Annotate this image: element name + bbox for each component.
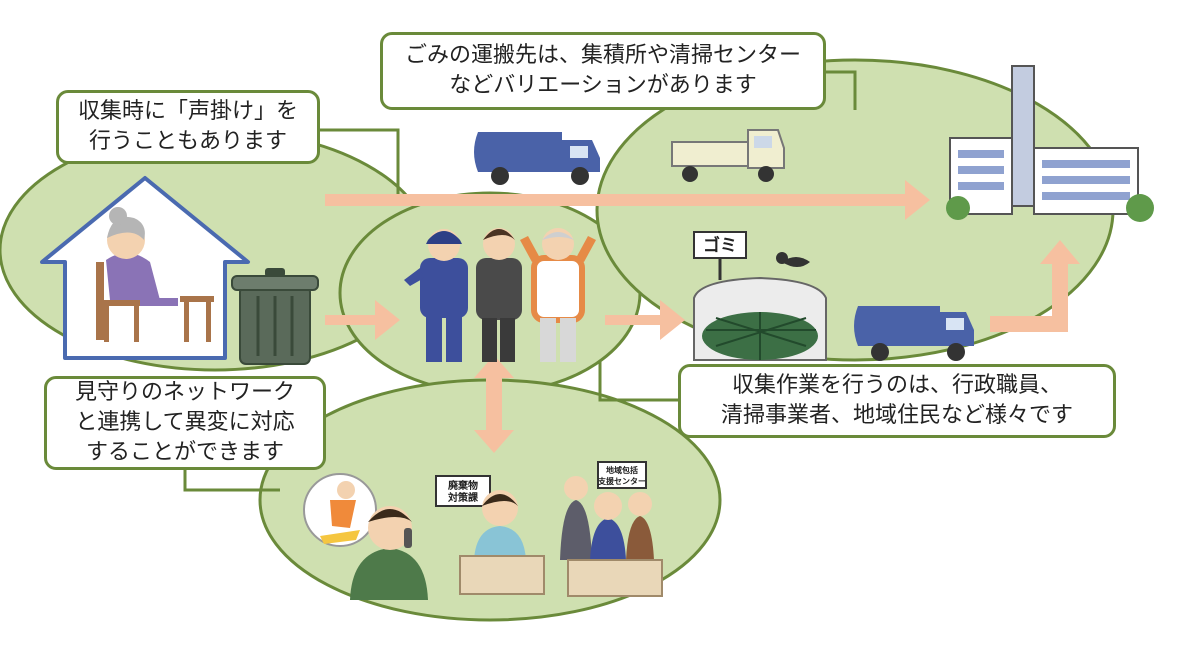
support-center-desk (560, 461, 663, 597)
flow-arrows (325, 180, 1080, 453)
arrow-workers-network (474, 355, 514, 453)
support-center-sign-line1: 地域包括 (606, 465, 638, 475)
arrow-workers-to-collection-point (605, 300, 685, 340)
arrow-household-to-workers (325, 300, 400, 340)
callout-watch-network: 見守りのネットワーク と連携して異変に対応 することができます (44, 376, 326, 470)
worker-contractor (476, 228, 522, 362)
callout-greeting-line1: 収集時に「声掛け」を (77, 99, 298, 124)
callout-destination-line1: ごみの運搬先は、集積所や清掃センター (404, 43, 801, 68)
collection-point (693, 231, 827, 361)
connector-watch (183, 466, 280, 492)
house-illustration (40, 176, 250, 360)
connector-workers (598, 360, 680, 402)
caller-on-phone (350, 506, 428, 600)
callout-watch-line1: 見守りのネットワーク (74, 380, 295, 405)
support-center-sign-line2: 支援センター (597, 476, 646, 486)
callout-workers-line2: 清掃事業者、地域住民など様々です (720, 403, 1073, 428)
callout-greeting: 収集時に「声掛け」を 行うこともあります (56, 90, 320, 164)
callout-watch-line3: することができます (85, 440, 284, 465)
waste-department-desk (435, 475, 545, 595)
trash-can (231, 268, 319, 365)
callout-greeting-line2: 行うこともあります (88, 129, 287, 154)
arrow-truck-to-building (990, 240, 1080, 332)
cleaning-center-building (946, 65, 1154, 222)
packer-truck-bottom (854, 306, 974, 361)
callout-workers: 収集作業を行うのは、行政職員、 清掃事業者、地域住民など様々です (678, 364, 1116, 438)
callout-destination: ごみの運搬先は、集積所や清掃センター などバリエーションがあります (380, 32, 826, 110)
connector-destination (825, 70, 857, 110)
garbage-sign-text: ゴミ (703, 235, 737, 256)
connector-greeting (320, 128, 400, 200)
fallen-elder-thought (303, 473, 377, 547)
pickup-truck (671, 129, 785, 182)
arrow-to-center-building (325, 180, 930, 220)
callout-destination-line2: などバリエーションがあります (449, 73, 757, 98)
waste-dept-sign-line2: 対策課 (447, 491, 478, 504)
worker-staff (404, 229, 468, 362)
callout-workers-line1: 収集作業を行うのは、行政職員、 (731, 373, 1062, 398)
waste-dept-sign-line1: 廃棄物 (448, 479, 478, 492)
packer-truck-top (474, 132, 600, 185)
callout-watch-line2: と連携して異変に対応 (75, 410, 295, 435)
worker-resident (520, 228, 596, 362)
